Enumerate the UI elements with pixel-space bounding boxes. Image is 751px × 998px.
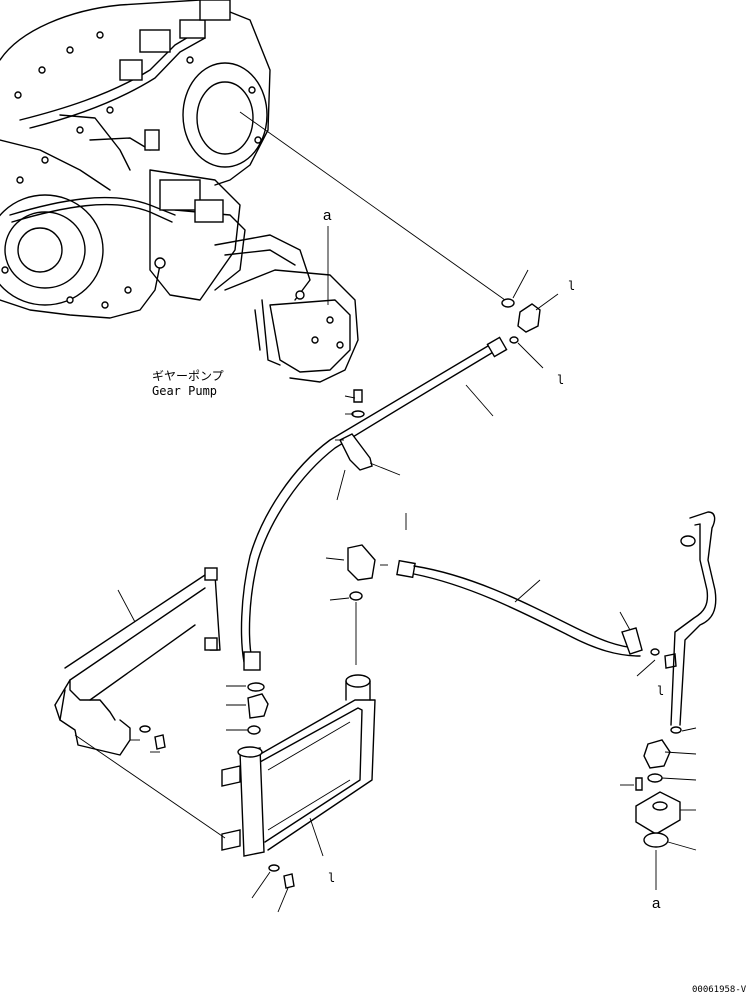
oil-cooler: l — [221, 674, 376, 885]
svg-text:l: l — [657, 684, 664, 698]
drawing-code: 00061958-V — [692, 985, 747, 995]
flange-block-right — [620, 739, 697, 890]
ref-a-bottom: a — [652, 895, 661, 912]
cooler-side-fittings — [226, 682, 295, 913]
gear-pump-label-en: Gear Pump — [152, 384, 217, 398]
cooler-elbow-fitting — [325, 513, 407, 665]
rigid-pipe-right — [670, 511, 717, 734]
hose-upper — [240, 336, 508, 671]
hose-clamp-upper — [335, 389, 401, 501]
svg-text:l: l — [328, 871, 335, 885]
pump-outlet-fitting: l l — [501, 269, 575, 387]
hose-lower — [396, 559, 641, 657]
gear-pump-label-jp: ギヤーポンプ — [152, 369, 224, 383]
transmission-housing — [0, 0, 359, 383]
cooler-guard-frame — [54, 567, 226, 839]
ref-a-top: a — [323, 207, 332, 224]
svg-text:l: l — [557, 373, 564, 387]
connection-line-pump — [239, 111, 506, 301]
svg-text:l: l — [568, 279, 575, 293]
